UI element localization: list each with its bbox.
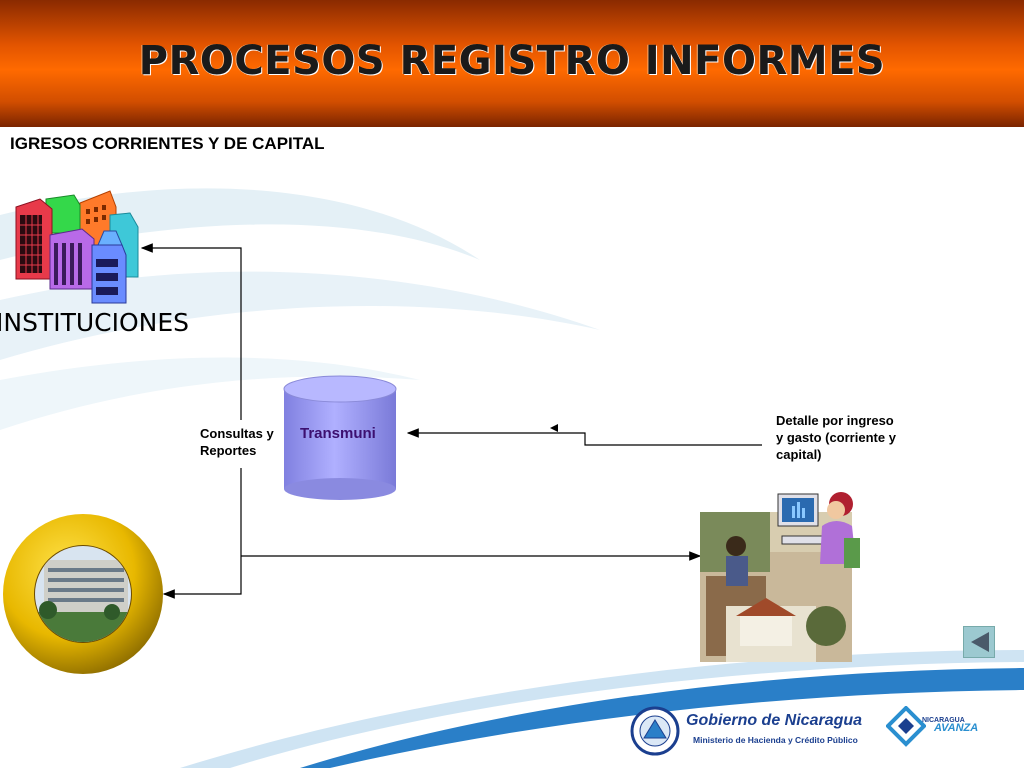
arrow-to-ministerio — [162, 468, 242, 599]
title-banner — [0, 0, 1024, 127]
avanza-text: AVANZA — [934, 722, 979, 734]
database-cylinder-icon — [283, 375, 397, 500]
arrow-to-instituciones — [140, 243, 242, 420]
small-arrowhead — [550, 424, 558, 432]
nicaragua-avanza-logo-icon — [886, 706, 926, 747]
ministry-building-photo — [3, 514, 163, 674]
consultas-label: Consultas y Reportes — [200, 426, 274, 458]
instituciones-label: INSTITUCIONES — [0, 308, 190, 337]
database-label: Transmuni — [300, 425, 376, 442]
government-seal-icon — [630, 706, 680, 756]
avanza-top-text: NICARAGUA — [922, 717, 965, 724]
slide-subtitle: IGRESOS CORRIENTES Y DE CAPITAL — [10, 134, 325, 153]
ministerio-logo-text: Ministerio de Hacienda y Crédito Público — [693, 735, 858, 745]
previous-slide-button[interactable] — [963, 626, 995, 658]
office-worker-clipart — [700, 492, 860, 662]
previous-slide-icon — [971, 632, 989, 652]
buildings-icon — [15, 190, 139, 304]
detalle-label: Detalle por ingreso y gasto (corriente y… — [776, 413, 896, 462]
slide-title: PROCESOS REGISTRO INFORMES — [138, 38, 886, 84]
gobierno-logo-text: Gobierno de Nicaragua — [686, 712, 863, 729]
arrow-to-transmuni — [406, 428, 762, 446]
